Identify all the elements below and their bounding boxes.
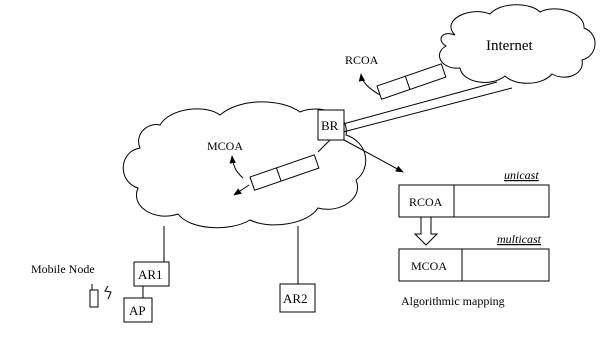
internet-label: Internet (486, 38, 533, 54)
rcoa-box-label: RCOA (409, 195, 443, 209)
br-cloud-link (317, 139, 331, 153)
mapping-caption: Algorithmic mapping (401, 294, 505, 308)
br-internet-link-1 (342, 81, 498, 125)
ar1-box (133, 261, 170, 287)
ar2-box (279, 283, 316, 313)
unicast-box (398, 184, 550, 218)
unicast-label: unicast (504, 168, 539, 182)
multicast-label: multicast (497, 232, 542, 246)
mcoa-packet (249, 154, 320, 191)
mobile-node-icon (89, 284, 99, 308)
br-mapping-arrow (343, 139, 404, 173)
br-internet-link-2 (342, 87, 513, 133)
mcoa-arrow-label: MCOA (207, 139, 243, 153)
domain-cloud (122, 101, 367, 229)
wireless-signal-icon (104, 285, 112, 300)
rcoa-arrow (358, 73, 381, 96)
mcoa-arrow-upper (229, 155, 244, 179)
rcoa-arrow-label: RCOA (345, 53, 379, 67)
ar2-label: AR2 (283, 291, 308, 306)
mapping-down-arrow (413, 216, 439, 246)
ap-box (123, 297, 153, 323)
br-label: BR (321, 118, 339, 133)
mcoa-box-label: MCOA (411, 259, 447, 273)
internet-cloud (439, 4, 596, 84)
mcoa-arrow-lower (233, 184, 250, 196)
ap-label: AP (129, 303, 146, 318)
multicast-box (398, 248, 550, 282)
br-box (317, 109, 345, 141)
ar1-label: AR1 (138, 267, 163, 282)
mobile-node-label: Mobile Node (31, 262, 95, 276)
rcoa-packet (376, 63, 447, 100)
